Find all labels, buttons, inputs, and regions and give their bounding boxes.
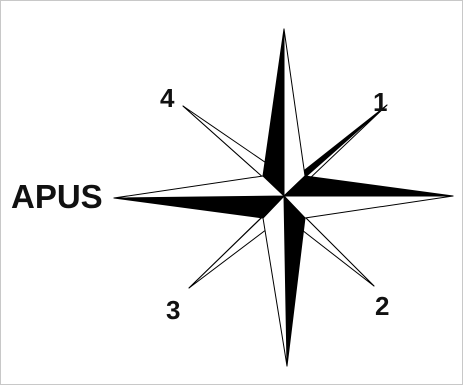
label-point-4: 4 — [160, 85, 174, 111]
compass-point-south — [263, 196, 305, 366]
compass-point-east — [284, 176, 453, 218]
label-point-1: 1 — [373, 89, 387, 115]
label-apus: APUS — [11, 180, 103, 213]
label-point-3: 3 — [166, 297, 180, 323]
compass-point-north — [263, 29, 305, 196]
label-point-2: 2 — [375, 293, 389, 319]
compass-point-west — [114, 176, 284, 218]
